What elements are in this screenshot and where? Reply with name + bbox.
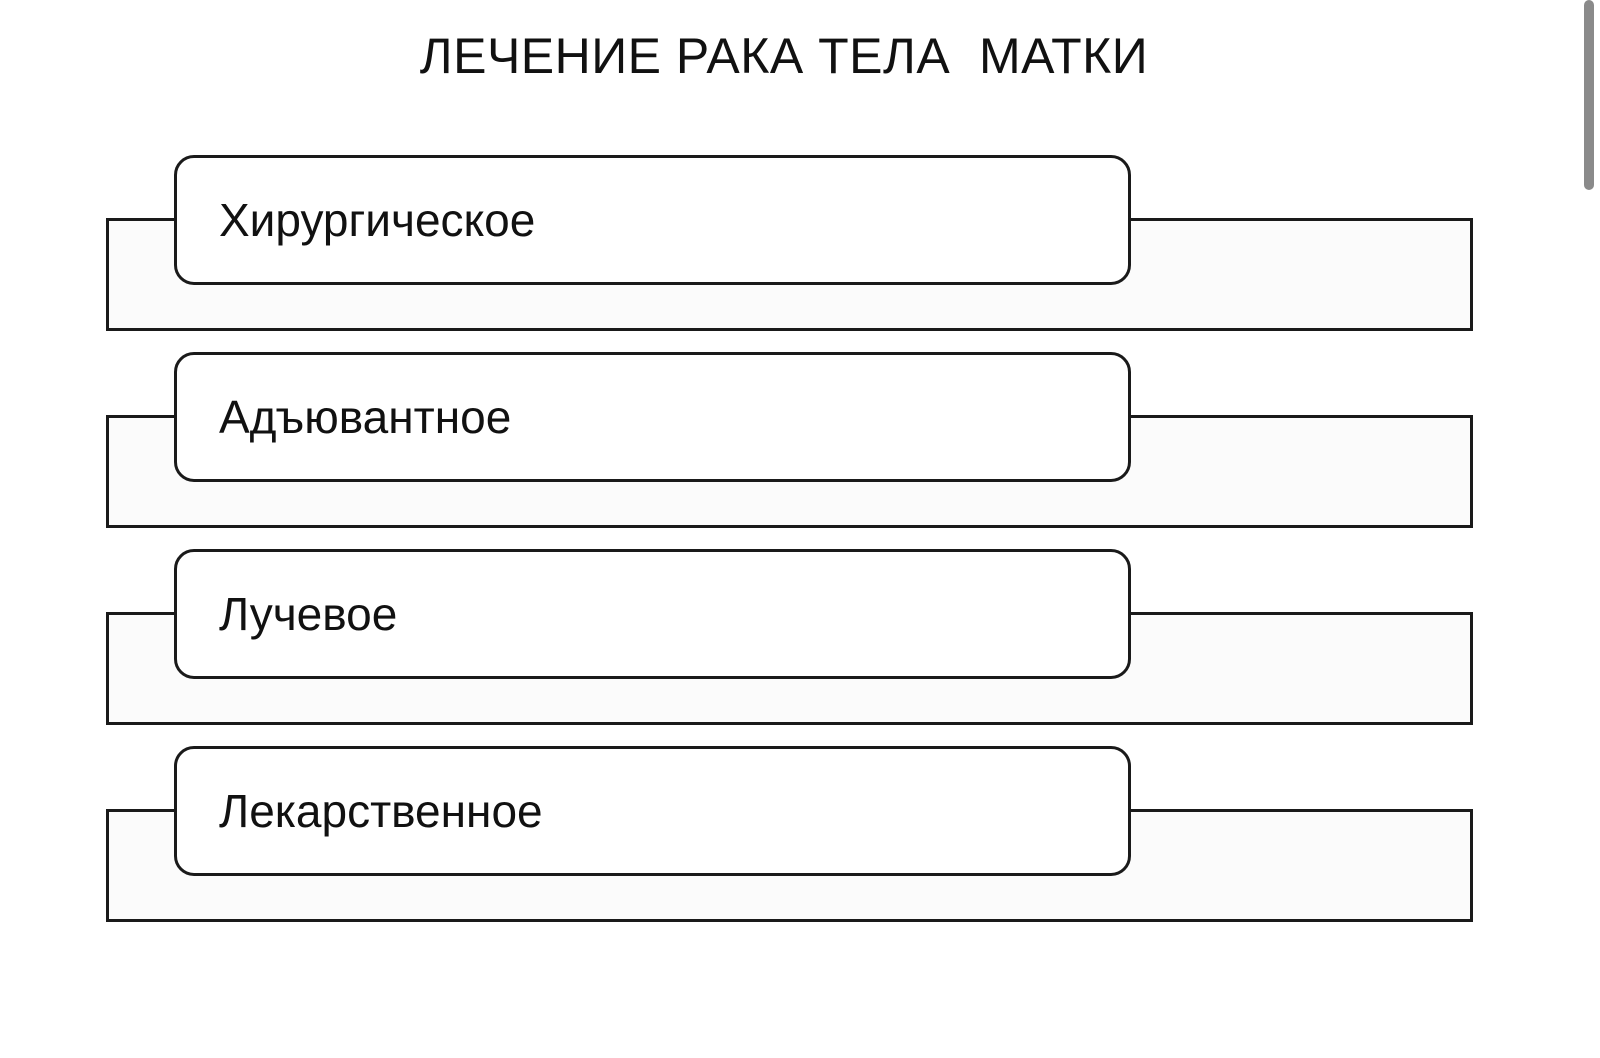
vertical-scrollbar[interactable] [1578, 0, 1600, 1058]
item-label: Лекарственное [219, 785, 543, 837]
item-label: Адъювантное [219, 391, 512, 443]
list-item-drug: Лекарственное [0, 746, 1568, 926]
item-box: Лучевое [174, 549, 1131, 679]
scrollbar-thumb[interactable] [1584, 0, 1594, 190]
item-label: Хирургическое [219, 194, 536, 246]
list-item-radiation: Лучевое [0, 549, 1568, 729]
item-label: Лучевое [219, 588, 398, 640]
item-box: Адъювантное [174, 352, 1131, 482]
list-item-adjuvant: Адъювантное [0, 352, 1568, 532]
page-title: ЛЕЧЕНИЕ РАКА ТЕЛА МАТКИ [419, 28, 1149, 84]
item-box: Хирургическое [174, 155, 1131, 285]
item-box: Лекарственное [174, 746, 1131, 876]
list-item-surgical: Хирургическое [0, 155, 1568, 335]
